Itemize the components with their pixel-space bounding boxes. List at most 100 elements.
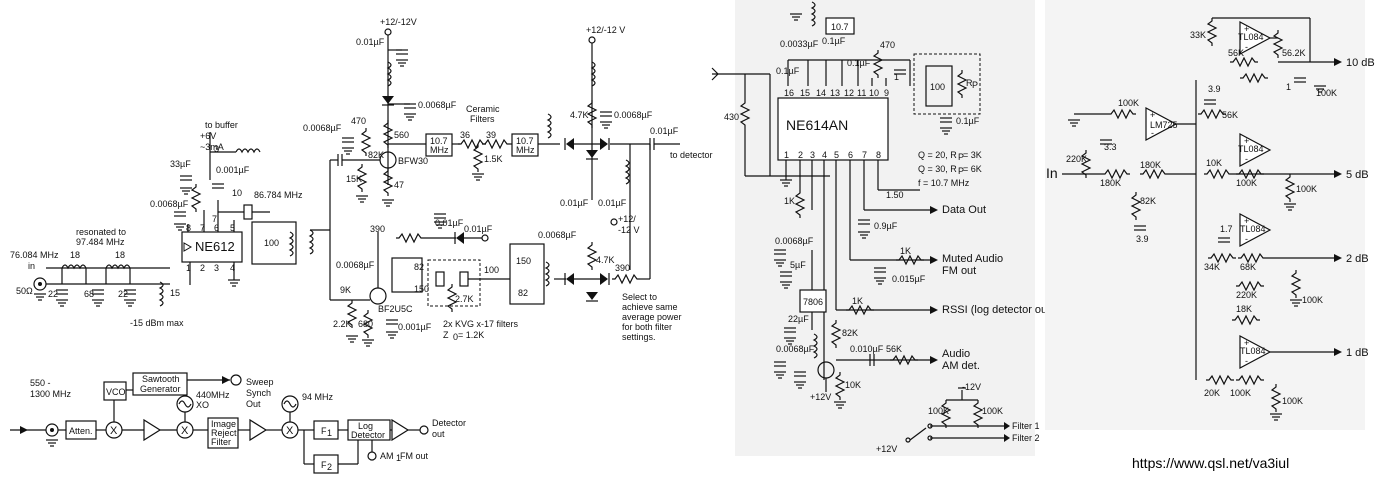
svg-text:4: 4 <box>230 263 235 273</box>
svg-text:X: X <box>110 425 118 437</box>
svg-text:47: 47 <box>394 180 404 190</box>
ceramic-filter-1 <box>425 133 453 157</box>
svg-text:1K: 1K <box>784 196 795 206</box>
svg-text:22µF: 22µF <box>788 314 809 324</box>
svg-text:X: X <box>286 425 294 437</box>
svg-text:15K: 15K <box>346 174 362 184</box>
svg-text:0.0068µF: 0.0068µF <box>303 123 342 133</box>
data-out-label: Data Out <box>942 204 986 216</box>
svg-text:AM: AM <box>380 451 394 461</box>
svg-text:0.1µF: 0.1µF <box>822 36 846 46</box>
svg-text:18K: 18K <box>1236 304 1252 314</box>
svg-text:10: 10 <box>232 188 242 198</box>
svg-text:X: X <box>181 425 189 437</box>
svg-text:7: 7 <box>200 223 205 233</box>
svg-text:2: 2 <box>327 462 332 472</box>
svg-text:10.7: 10.7 <box>430 136 448 146</box>
sweep-range-label: 550 - <box>30 378 51 388</box>
svg-text:100K: 100K <box>1118 98 1139 108</box>
svg-text:0.1µF: 0.1µF <box>956 116 980 126</box>
svg-text:150: 150 <box>516 256 531 266</box>
svg-text:0.01µF: 0.01µF <box>356 37 385 47</box>
amplifier-1 <box>143 418 162 442</box>
svg-text:P: P <box>972 80 978 90</box>
svg-text:1: 1 <box>784 150 789 160</box>
svg-text:Detector: Detector <box>432 418 466 428</box>
svg-text:82K: 82K <box>842 328 858 338</box>
q30-note: Q = 30, R <box>918 164 957 174</box>
svg-text:33µF: 33µF <box>170 159 191 169</box>
svg-text:Image: Image <box>211 419 236 429</box>
kvg-filter-box <box>427 259 481 307</box>
svg-text:+12/: +12/ <box>618 214 636 224</box>
bf2u5c-transistor <box>369 287 387 305</box>
svg-text:3: 3 <box>214 144 219 154</box>
resonated-label: resonated to <box>76 227 126 237</box>
svg-text:18: 18 <box>115 250 125 260</box>
svg-text:7: 7 <box>862 150 867 160</box>
svg-text:2: 2 <box>798 150 803 160</box>
svg-text:F: F <box>321 426 327 436</box>
svg-text:= 6K: = 6K <box>963 164 982 174</box>
svg-text:achieve same: achieve same <box>622 302 678 312</box>
svg-text:Z: Z <box>443 330 449 340</box>
amplifier-2 <box>249 418 268 442</box>
svg-text:Sawtooth: Sawtooth <box>142 374 180 384</box>
ne614an-label: NE614AN <box>786 117 848 133</box>
svg-text:180K: 180K <box>1140 160 1161 170</box>
svg-text:36: 36 <box>460 130 470 140</box>
svg-text:1K: 1K <box>852 296 863 306</box>
svg-text:Log: Log <box>358 421 373 431</box>
audio-label: Audio <box>942 348 970 360</box>
svg-text:100K: 100K <box>928 406 949 416</box>
svg-text:440MHz: 440MHz <box>196 390 230 400</box>
svg-text:for both filter: for both filter <box>622 322 672 332</box>
svg-text:100: 100 <box>264 238 279 248</box>
svg-text:Sweep: Sweep <box>246 377 274 387</box>
svg-text:-12 V: -12 V <box>618 225 640 235</box>
svg-text:0.015µF: 0.015µF <box>892 274 926 284</box>
svg-text:1: 1 <box>1286 82 1291 92</box>
svg-text:22: 22 <box>118 289 128 299</box>
svg-text:Out: Out <box>246 399 261 409</box>
svg-text:0.0068µF: 0.0068µF <box>336 260 375 270</box>
svg-text:0.001µF: 0.001µF <box>216 165 250 175</box>
svg-text:Atten.: Atten. <box>69 426 93 436</box>
svg-text:0.0068µF: 0.0068µF <box>776 344 815 354</box>
svg-text:1.5K: 1.5K <box>484 154 503 164</box>
svg-text:82K: 82K <box>368 150 384 160</box>
svg-text:TL084: TL084 <box>1238 144 1264 154</box>
ne614an-chip <box>777 97 889 161</box>
input-label: in <box>28 261 35 271</box>
svg-text:settings.: settings. <box>622 332 656 342</box>
select-note: Select to <box>622 292 657 302</box>
svg-text:100K: 100K <box>1296 184 1317 194</box>
svg-text:22: 22 <box>48 289 58 299</box>
svg-text:560: 560 <box>394 130 409 140</box>
svg-text:0.01µF: 0.01µF <box>560 198 589 208</box>
sawtooth-generator-block <box>132 372 188 396</box>
svg-text:3: 3 <box>214 263 219 273</box>
svg-text:97.484 MHz: 97.484 MHz <box>76 237 125 247</box>
svg-text:7: 7 <box>212 214 217 224</box>
svg-text:15: 15 <box>800 88 810 98</box>
svg-text:68K: 68K <box>1240 262 1256 272</box>
svg-text:LM725: LM725 <box>1150 120 1178 130</box>
svg-text:F: F <box>321 460 327 470</box>
source-url: https://www.qsl.net/va3iul <box>1132 455 1289 471</box>
svg-text:1: 1 <box>327 428 332 438</box>
detector-out-connector <box>419 425 429 435</box>
svg-text:4.7K: 4.7K <box>596 255 615 265</box>
svg-text:6: 6 <box>848 150 853 160</box>
svg-text:1: 1 <box>186 263 191 273</box>
svg-text:0.01µF: 0.01µF <box>435 218 464 228</box>
svg-text:-12V: -12V <box>962 382 981 392</box>
1db-label: 1 dB <box>1346 347 1369 359</box>
crystal <box>243 204 253 220</box>
svg-text:0: 0 <box>453 332 458 342</box>
to-buffer-label: to buffer <box>205 120 238 130</box>
svg-text:56.2K: 56.2K <box>1282 48 1306 58</box>
svg-text:220K: 220K <box>1066 154 1087 164</box>
svg-text:1: 1 <box>396 453 401 463</box>
svg-text:0.1µF: 0.1µF <box>847 58 871 68</box>
